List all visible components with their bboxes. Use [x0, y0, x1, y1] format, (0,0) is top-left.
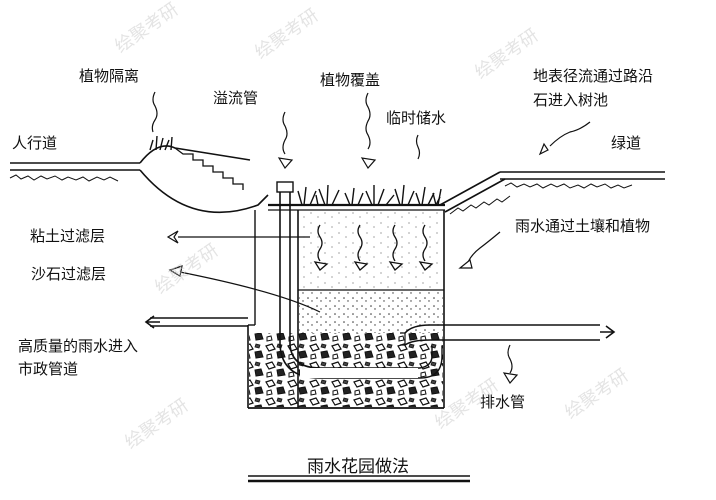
- label-plant-cover: 植物覆盖: [320, 71, 381, 89]
- left-berm: [139, 135, 269, 214]
- label-overflow-pipe: 溢流管: [213, 89, 259, 107]
- overflow-pipe: [276, 181, 443, 379]
- leader-lines: [151, 91, 591, 385]
- right-slope: [439, 171, 511, 215]
- soil-layer: [299, 211, 443, 289]
- ground-left: [9, 162, 140, 182]
- sand-layer: [299, 291, 443, 333]
- infiltration-arrows: [313, 224, 434, 271]
- label-gravel-filter: 沙石过滤层: [31, 265, 107, 283]
- label-runoff-line1: 地表径流通过路沿: [533, 67, 654, 85]
- label-clay-filter: 粘土过滤层: [30, 227, 106, 245]
- label-temp-storage: 临时储水: [386, 109, 447, 127]
- label-quality-line2: 市政管道: [18, 360, 79, 378]
- label-drain-pipe: 排水管: [480, 393, 526, 411]
- plants: [297, 184, 442, 206]
- ground-right: [500, 171, 665, 189]
- drain-pipe: [144, 315, 616, 346]
- diagram-caption: 雨水花园做法: [307, 457, 409, 477]
- label-sidewalk: 人行道: [12, 134, 58, 152]
- label-greenway: 绿道: [611, 134, 642, 152]
- label-plant-barrier: 植物隔离: [79, 67, 140, 85]
- label-through-soil: 雨水通过土壤和植物: [515, 217, 651, 235]
- label-runoff-line2: 石进入树池: [533, 91, 609, 109]
- label-quality-line1: 高质量的雨水进入: [18, 337, 139, 355]
